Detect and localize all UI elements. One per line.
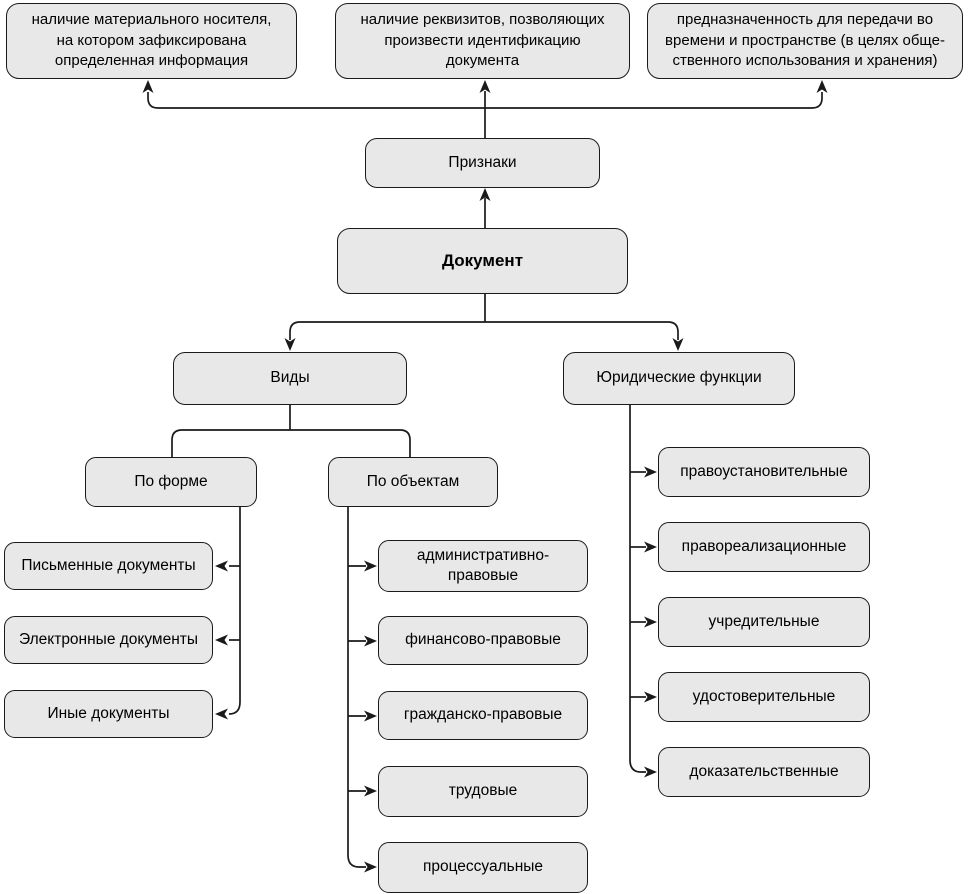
node-feature-material: наличие материального носителя, на котор… xyxy=(6,3,297,79)
node-trudovye: трудовые xyxy=(378,766,588,817)
node-vidy: Виды xyxy=(173,352,407,405)
node-elektronnye-dokumenty: Электронные документы xyxy=(4,616,213,664)
node-uchreditelnye: учредительные xyxy=(658,597,870,647)
node-processualnye: процессуальные xyxy=(378,842,588,893)
node-feature-prednaznachennost: предназначенность для передачи во времен… xyxy=(647,3,963,79)
node-inye-dokumenty: Иные документы xyxy=(4,690,213,738)
node-grazhdansko-pravovye: гражданско-правовые xyxy=(378,691,588,740)
node-udostoveritelnye: удостоверительные xyxy=(658,672,870,722)
node-yuridicheskie-funkcii: Юридические функции xyxy=(563,352,795,405)
node-feature-rekvizity: наличие реквизитов, позволяющих произвес… xyxy=(335,3,630,79)
node-administrativno-pravovye: административно- правовые xyxy=(378,540,588,592)
node-priznaki: Признаки xyxy=(365,138,600,188)
node-po-obektam: По объектам xyxy=(328,457,498,507)
node-finansovo-pravovye: финансово-правовые xyxy=(378,616,588,665)
node-pravoustanovitelnye: правоустановительные xyxy=(658,447,870,497)
node-pismennye-dokumenty: Письменные документы xyxy=(4,542,213,590)
node-dokument: Документ xyxy=(337,228,628,294)
node-po-forme: По форме xyxy=(85,457,257,507)
node-dokazatelstvennye: доказательственные xyxy=(658,747,870,797)
node-pravorealizacionnye: правореализационные xyxy=(658,522,870,572)
